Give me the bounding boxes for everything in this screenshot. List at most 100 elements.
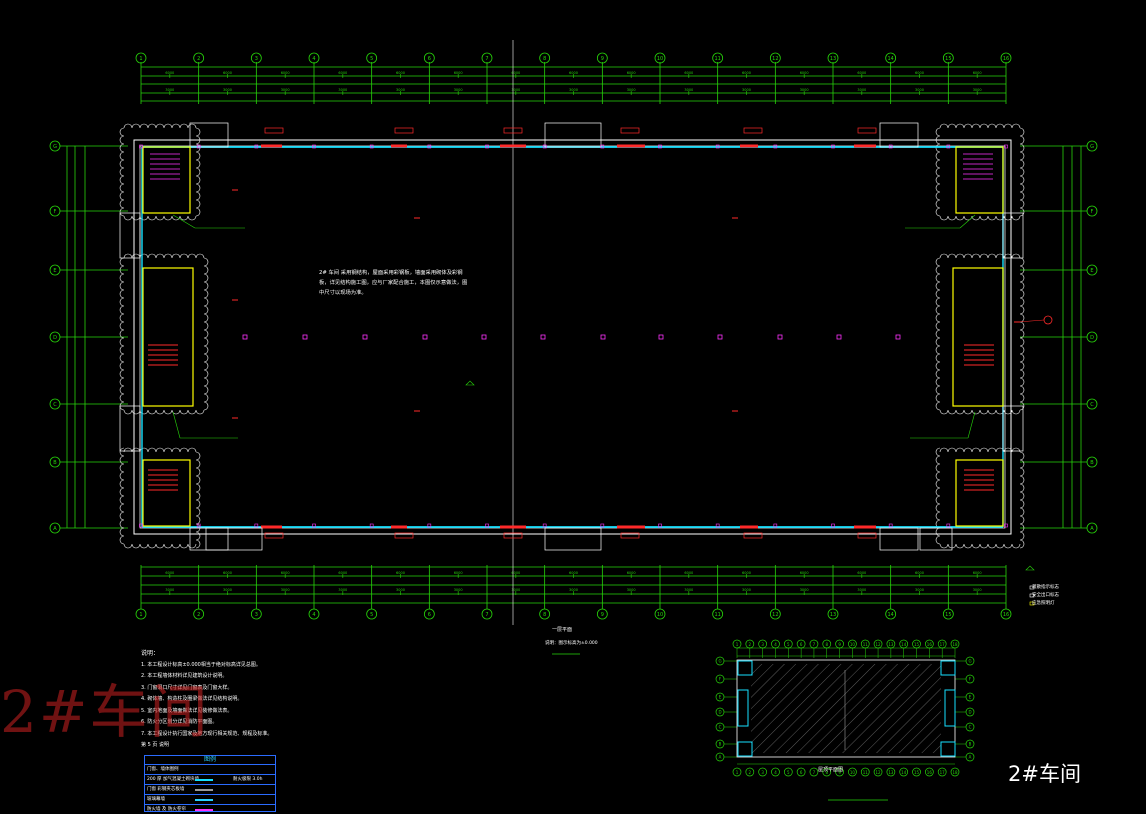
column-marker xyxy=(895,334,901,340)
side-room-east xyxy=(952,267,1004,407)
note-item: 3. 门窗洞口尺寸详见门窗表及门窗大样。 xyxy=(141,684,233,691)
axis-bubble-bottom xyxy=(250,608,262,620)
wall-column xyxy=(831,523,835,528)
mini-axis-label: 17 xyxy=(940,770,946,775)
axis-label-bottom: 6 xyxy=(428,612,431,618)
mini-axis-label: 9 xyxy=(838,770,841,775)
fire-label-bottom xyxy=(620,532,640,539)
wall-column xyxy=(369,523,374,528)
axis-label-bottom: 5 xyxy=(370,612,373,618)
axis-label-top: 13 xyxy=(830,56,836,62)
mini-axis-bubble xyxy=(796,767,806,777)
axis-label-right: G xyxy=(1090,144,1094,150)
dim-text: 3000 xyxy=(684,588,693,592)
axis-label-top: 2 xyxy=(197,56,200,62)
dim-text: 6000 xyxy=(511,571,520,575)
axis-label-right: D xyxy=(1090,335,1094,341)
axis-bubble-left xyxy=(49,331,61,343)
dim-text: 3000 xyxy=(338,588,347,592)
dim-text: 6000 xyxy=(742,571,751,575)
legend-title: 图例 xyxy=(145,756,275,765)
entrance-box xyxy=(205,527,263,551)
wall-column xyxy=(1004,523,1008,528)
axis-label-top: 6 xyxy=(428,56,431,62)
axis-bubble-bottom xyxy=(942,608,954,620)
axis-bubble-bottom xyxy=(481,608,493,620)
axis-bubble-bottom xyxy=(539,608,551,620)
dim-text: 6000 xyxy=(281,571,290,575)
axis-label-right: A xyxy=(1090,526,1094,532)
axis-label-top: 16 xyxy=(1003,56,1009,62)
legend-row: 200 厚 加气混凝土砌块墙耐火极限 3.0h xyxy=(145,775,275,785)
axis-bubble-bottom xyxy=(654,608,666,620)
dim-text: 3000 xyxy=(454,88,463,92)
mini-axis-label: 17 xyxy=(940,642,946,647)
dim-text: 6000 xyxy=(569,71,578,75)
mini-corner xyxy=(940,741,956,757)
mini-corner xyxy=(940,660,956,676)
wall-column xyxy=(485,144,489,149)
dim-text: 6000 xyxy=(973,571,982,575)
dim-text: 6000 xyxy=(569,571,578,575)
mini-axis-bubble xyxy=(783,767,793,777)
entrance-box xyxy=(879,122,919,148)
dim-text: 6000 xyxy=(281,71,290,75)
mini-corner xyxy=(944,689,956,727)
dim-text: 3000 xyxy=(396,88,405,92)
column-marker xyxy=(777,334,783,340)
dim-text: 3000 xyxy=(857,88,866,92)
dim-text: 3000 xyxy=(511,588,520,592)
axis-bubble-top xyxy=(539,52,551,64)
axis-bubble-bottom xyxy=(885,608,897,620)
dim-text: 6000 xyxy=(627,571,636,575)
mini-axis-label: 1 xyxy=(736,770,739,775)
axis-bubble-right xyxy=(1086,331,1098,343)
design-notes: 说明： 1. 本工程设计标高±0.000相当于绝对标高详见总图。 2. 本工程墙… xyxy=(141,648,401,752)
axis-bubble-top xyxy=(308,52,320,64)
dim-text: 6000 xyxy=(223,71,232,75)
elevation-mark xyxy=(1025,565,1035,571)
dim-text: 3000 xyxy=(973,588,982,592)
index-leader xyxy=(1017,319,1045,323)
note-item: 4. 砌体墙、构造柱及圈梁做法详见结构说明。 xyxy=(141,696,243,702)
mini-axis-bubble xyxy=(925,767,934,777)
axis-label-left: F xyxy=(54,209,57,215)
axis-bubble-top xyxy=(712,52,724,64)
mini-axis-bubble xyxy=(899,767,909,777)
dim-text: 6000 xyxy=(742,71,751,75)
inner-wall xyxy=(139,145,1006,529)
wall-column xyxy=(139,144,143,149)
mini-axis-label: 10 xyxy=(850,642,856,647)
axis-bubble-bottom xyxy=(712,608,724,620)
fire-label-bottom xyxy=(264,532,284,539)
leader xyxy=(967,411,976,439)
entrance-box xyxy=(189,122,229,148)
mini-axis-label: 5 xyxy=(787,770,790,775)
note-item: 6. 防火分区划分详见消防平面图。 xyxy=(141,719,218,725)
axis-bubble-top xyxy=(1000,52,1012,64)
mini-axis-label: 11 xyxy=(863,770,869,775)
dim-text: 6000 xyxy=(800,71,809,75)
axis-bubble-left xyxy=(49,205,61,217)
key-swatch xyxy=(1029,593,1035,598)
axis-bubble-top xyxy=(423,52,435,64)
key-swatch xyxy=(1029,585,1035,590)
column-marker xyxy=(362,334,368,340)
column-marker xyxy=(658,334,664,340)
wall-column xyxy=(254,144,259,149)
dim-text: 3000 xyxy=(857,588,866,592)
axis-label-bottom: 15 xyxy=(945,612,951,618)
mini-axis-bubble xyxy=(771,767,780,777)
mini-axis-bubble xyxy=(912,767,921,777)
axis-bubble-top xyxy=(942,52,954,64)
axis-label-bottom: 14 xyxy=(887,612,893,618)
column-marker xyxy=(422,334,428,340)
plan-caption: 一层平面 xyxy=(552,627,573,633)
symbol-key: 疏散指示标志 安全出口标志 应急照明灯 xyxy=(1032,584,1059,608)
mini-axis-label: 2 xyxy=(749,642,752,647)
mini-axis-label: D xyxy=(968,710,971,715)
index-bubble xyxy=(1043,315,1053,325)
mini-plan-title: 2#车间 xyxy=(1008,762,1081,786)
cloud-ne xyxy=(935,123,1025,221)
